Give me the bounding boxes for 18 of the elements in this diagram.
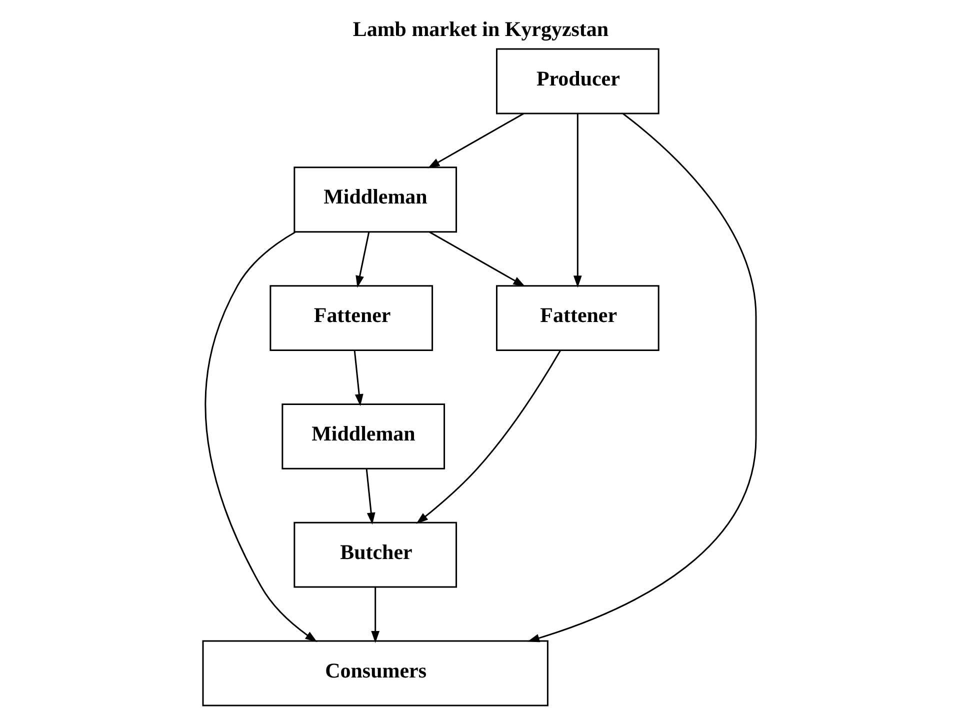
arrow xyxy=(366,468,376,525)
arrow xyxy=(428,113,524,168)
node-box: Fattener xyxy=(496,285,660,351)
arrow xyxy=(356,232,370,288)
arrow xyxy=(354,350,364,406)
node-box: Butcher xyxy=(294,522,458,588)
arrow xyxy=(527,113,757,642)
node-box: Middleman xyxy=(294,166,458,233)
arrow xyxy=(429,231,526,287)
node-box: Fattener xyxy=(270,285,434,351)
node-box: Middleman xyxy=(282,403,446,470)
node-box: Producer xyxy=(496,48,660,114)
arrow xyxy=(204,232,318,642)
diagram-title: Lamb market in Kyrgyzstan xyxy=(352,16,609,41)
arrow xyxy=(371,587,380,643)
arrow xyxy=(573,114,582,288)
arrow xyxy=(416,350,562,524)
node-box: Consumers xyxy=(202,640,548,706)
